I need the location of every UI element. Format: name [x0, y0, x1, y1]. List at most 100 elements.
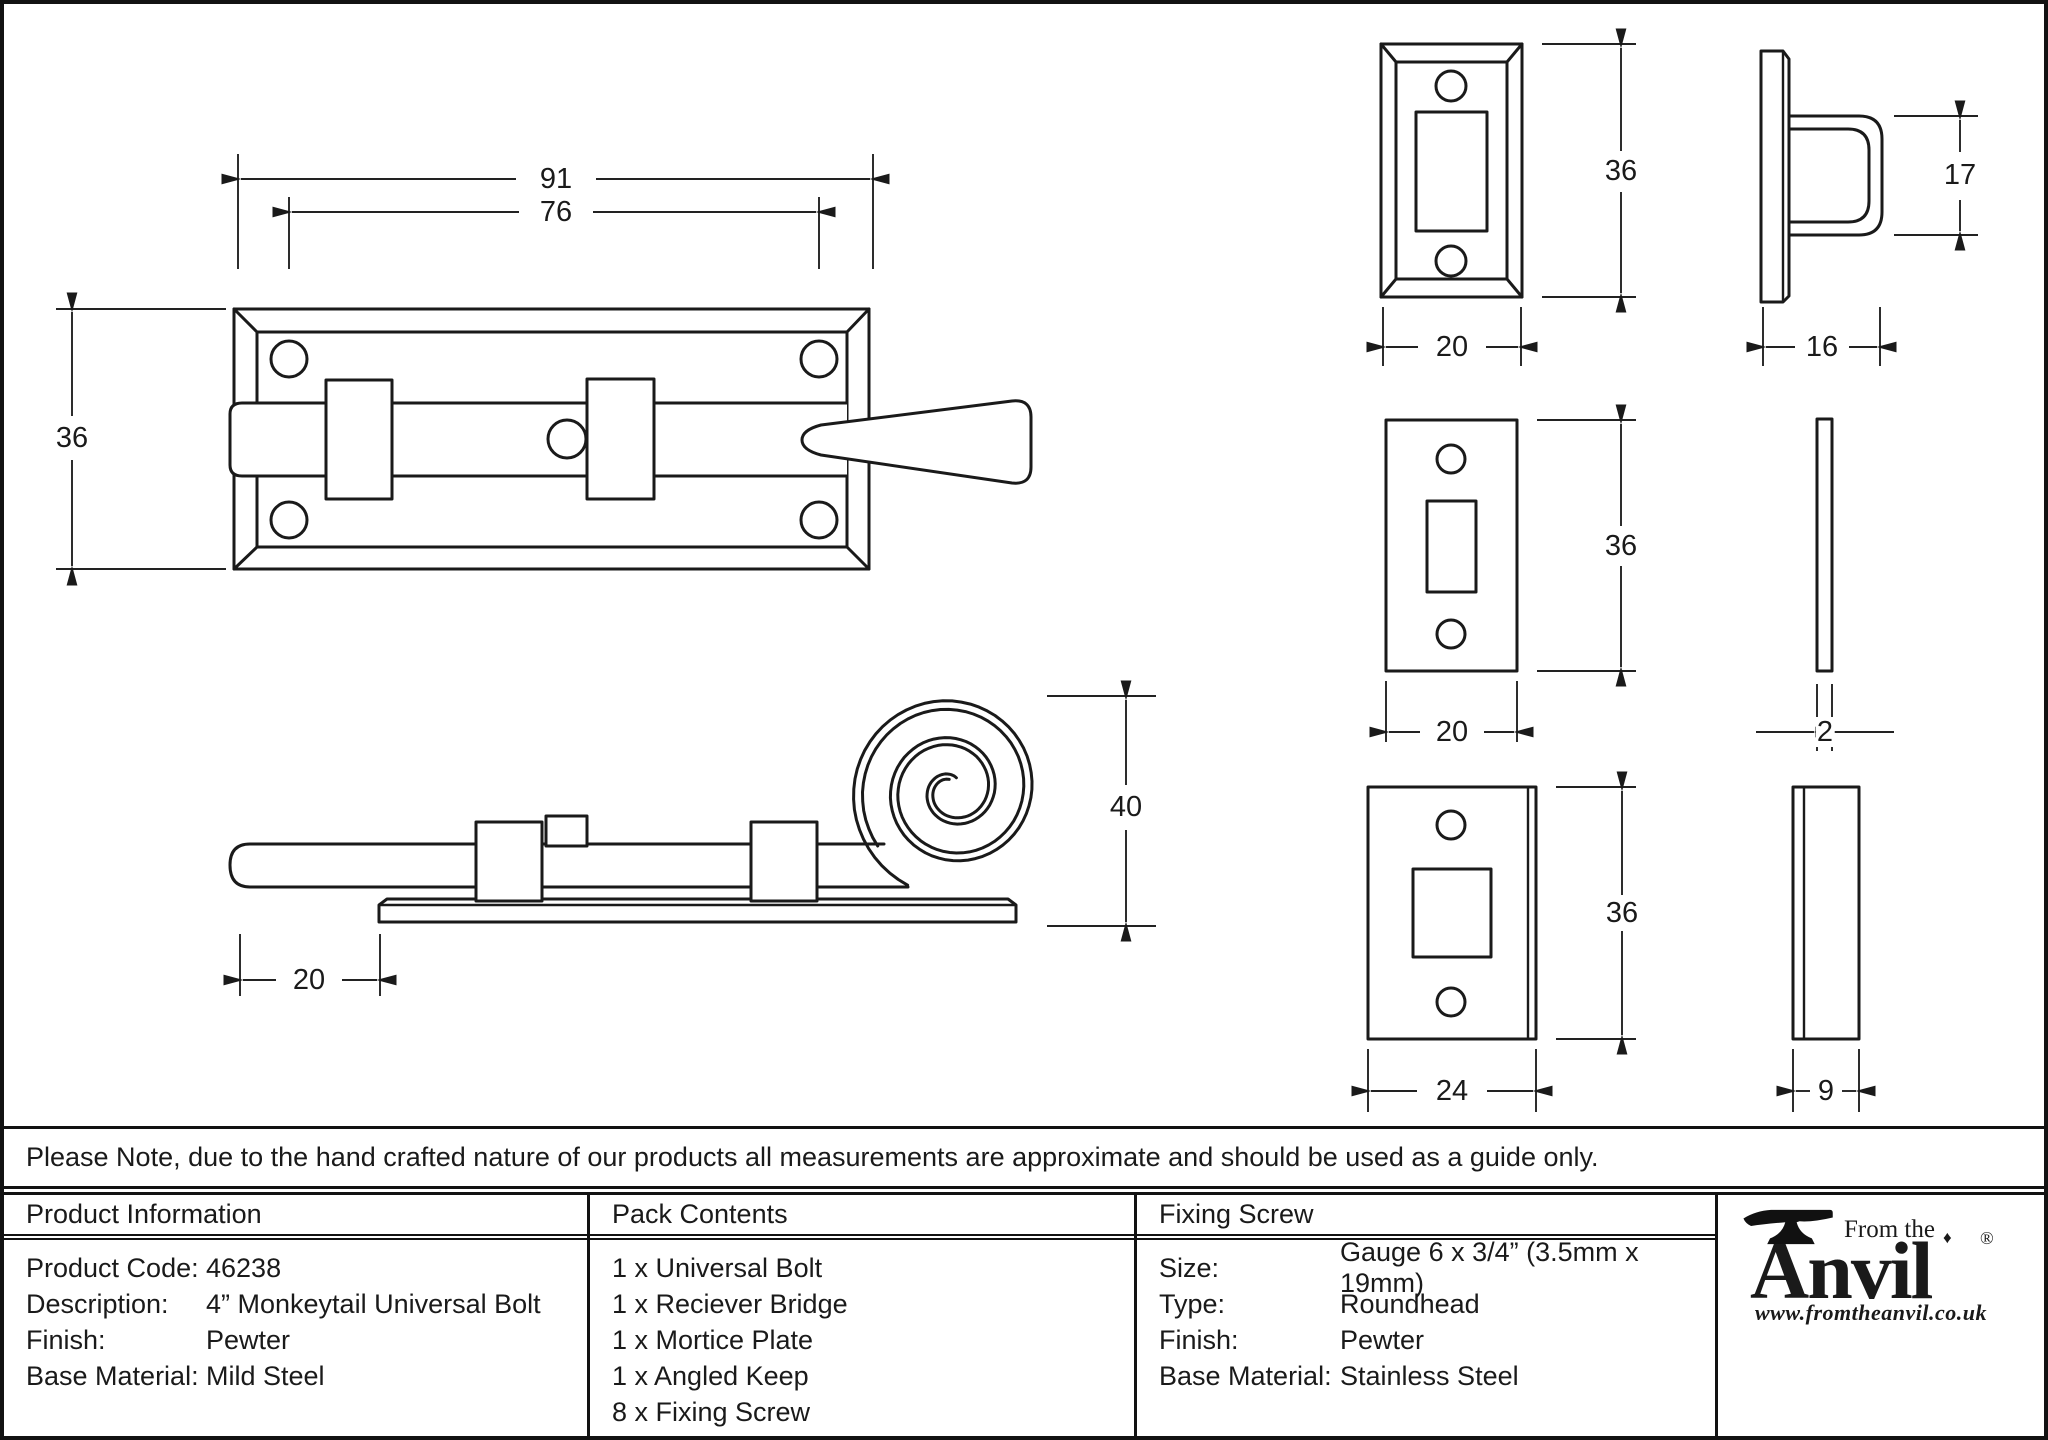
dim-label-tail-height: 40	[1110, 791, 1142, 823]
product-info-table: Product Information Product Code: 46238 …	[4, 1186, 2044, 1436]
table-row: Base Material: Mild Steel	[26, 1358, 587, 1394]
from-the-anvil-logo: From the ♦ Anvil ® www.fromtheanvil.co.u…	[1740, 1208, 2012, 1325]
bolt-guide-bracket-1	[324, 378, 394, 501]
dim-label-bridge-width: 20	[1436, 331, 1468, 363]
table-row: Finish: Pewter	[26, 1322, 587, 1358]
dim-label-keep-depth: 9	[1818, 1075, 1834, 1107]
bolt-knob	[546, 418, 588, 460]
table-row: Size: Gauge 6 x 3/4” (3.5mm x 19mm)	[1159, 1237, 1715, 1298]
logo-brand-text: Anvil	[1750, 1225, 1933, 1316]
dim-label-keep-height: 36	[1606, 897, 1638, 929]
row-value: 46238	[206, 1252, 282, 1283]
dim-label-bolt-width: 91	[540, 163, 572, 195]
dim-label-bridge-height: 36	[1605, 155, 1637, 187]
product-information-column: Product Information Product Code: 46238 …	[4, 1195, 590, 1436]
bolt-bar	[228, 401, 849, 478]
dim-label-bar-offset: 20	[293, 964, 325, 996]
bolt-side-view: 20 40	[223, 680, 1156, 996]
row-label: Base Material:	[1159, 1360, 1332, 1391]
fixing-screw-body: Size: Gauge 6 x 3/4” (3.5mm x 19mm) Type…	[1137, 1237, 1715, 1436]
receiver-bridge-front-view: 36 20	[1366, 28, 1637, 366]
logo-url: www.fromtheanvil.co.uk	[1754, 1300, 1988, 1325]
bolt-tongue	[800, 399, 1033, 485]
product-information-header: Product Information	[4, 1195, 587, 1240]
angled-keep-front-view: 36 24	[1351, 771, 1638, 1112]
fixing-screw-header: Fixing Screw	[1137, 1195, 1715, 1240]
bolt-guide-bracket-2	[585, 377, 656, 501]
table-row: Finish: Pewter	[1159, 1322, 1715, 1358]
bolt-screw-holes	[269, 339, 839, 540]
pack-item: 1 x Reciever Bridge	[612, 1288, 848, 1319]
logo-tagline: From the	[1844, 1216, 1935, 1243]
registered-trademark-icon: ®	[1980, 1228, 1994, 1248]
pack-contents-body: 1 x Universal Bolt 1 x Reciever Bridge 1…	[590, 1240, 1134, 1436]
monkeytail-spiral-inner	[861, 707, 1026, 855]
row-value: Stainless Steel	[1340, 1360, 1519, 1391]
dim-label-mortice-thickness: 2	[1817, 716, 1833, 748]
row-value: Roundhead	[1340, 1288, 1480, 1319]
row-label: Type:	[1159, 1288, 1226, 1319]
dim-label-mortice-height: 36	[1605, 530, 1637, 562]
bolt-front-view: 91 76 36	[56, 154, 1033, 586]
technical-drawing: 91 76 36	[56, 28, 1978, 1112]
row-value: Pewter	[1340, 1324, 1425, 1355]
anvil-icon	[1743, 1209, 1833, 1245]
dim-keep-height: 36	[1556, 771, 1638, 1055]
pack-item: 8 x Fixing Screw	[612, 1396, 811, 1427]
measurement-note-text: Please Note, due to the hand crafted nat…	[26, 1142, 1599, 1172]
dim-label-keep-width: 24	[1436, 1075, 1468, 1107]
dim-bridge-depth: 16	[1746, 307, 1897, 366]
row-label: Finish:	[26, 1324, 106, 1355]
receiver-bridge-loop	[1788, 114, 1884, 237]
pack-item: 1 x Universal Bolt	[612, 1252, 823, 1283]
pack-item: 1 x Angled Keep	[612, 1360, 809, 1391]
row-value: 4” Monkeytail Universal Bolt	[206, 1288, 541, 1319]
mortice-plate-front-view: 36 20	[1369, 404, 1637, 748]
dim-label-bridge-depth: 16	[1806, 331, 1838, 363]
row-label: Finish:	[1159, 1324, 1239, 1355]
angled-keep-slot	[1411, 867, 1493, 959]
table-row: Description: 4” Monkeytail Universal Bol…	[26, 1286, 587, 1322]
dim-bridge-width: 20	[1366, 307, 1538, 366]
dim-bolt-width: 91	[221, 154, 890, 269]
dim-bridge-height: 36	[1542, 28, 1637, 313]
side-knob	[544, 814, 589, 848]
row-value: Mild Steel	[206, 1360, 325, 1391]
logo-diamond-icon: ♦	[1943, 1228, 1952, 1247]
receiver-bridge-slot	[1414, 110, 1489, 233]
brand-column: From the ♦ Anvil ® www.fromtheanvil.co.u…	[1718, 1195, 2044, 1436]
row-label: Description:	[26, 1288, 169, 1319]
monkeytail-spiral-outer	[852, 699, 1034, 887]
pack-contents-header: Pack Contents	[590, 1195, 1134, 1240]
table-row: Type: Roundhead	[1159, 1286, 1715, 1322]
angled-keep-side-view: 9	[1776, 785, 1876, 1112]
side-guide-bracket-2	[749, 820, 819, 903]
bolt-side-bar	[228, 842, 910, 889]
row-label: Size:	[1159, 1252, 1220, 1283]
dim-keep-depth: 9	[1776, 1049, 1876, 1112]
table-row: Base Material: Stainless Steel	[1159, 1358, 1715, 1394]
measurement-note: Please Note, due to the hand crafted nat…	[4, 1126, 2044, 1186]
dim-bridge-loop-height: 17	[1894, 100, 1978, 251]
dim-bolt-height: 36	[56, 292, 226, 586]
table-row: Product Code: 46238	[26, 1250, 587, 1286]
mortice-plate-slot	[1425, 499, 1478, 594]
dim-mortice-height: 36	[1537, 404, 1637, 687]
dim-label-bridge-loop-height: 17	[1944, 159, 1976, 191]
dim-bar-offset: 20	[223, 934, 397, 996]
product-information-body: Product Code: 46238 Description: 4” Monk…	[4, 1240, 587, 1436]
receiver-bridge-side-view: 17 16	[1746, 49, 1978, 366]
dim-tail-height: 40	[1047, 680, 1156, 942]
side-guide-bracket-1	[474, 820, 544, 903]
mortice-plate-side-view: 2	[1756, 417, 1894, 751]
pack-contents-column: Pack Contents 1 x Universal Bolt 1 x Rec…	[590, 1195, 1137, 1436]
monkeytail-spiral	[852, 699, 1034, 887]
fixing-screw-column: Fixing Screw Size: Gauge 6 x 3/4” (3.5mm…	[1137, 1195, 1718, 1436]
row-label: Product Code:	[26, 1252, 199, 1283]
dim-bolt-hole-span: 76	[272, 196, 836, 269]
dim-mortice-thickness: 2	[1756, 684, 1894, 751]
row-label: Base Material:	[26, 1360, 199, 1391]
dim-keep-width: 24	[1351, 1049, 1553, 1112]
dim-label-bolt-height: 36	[56, 422, 88, 454]
